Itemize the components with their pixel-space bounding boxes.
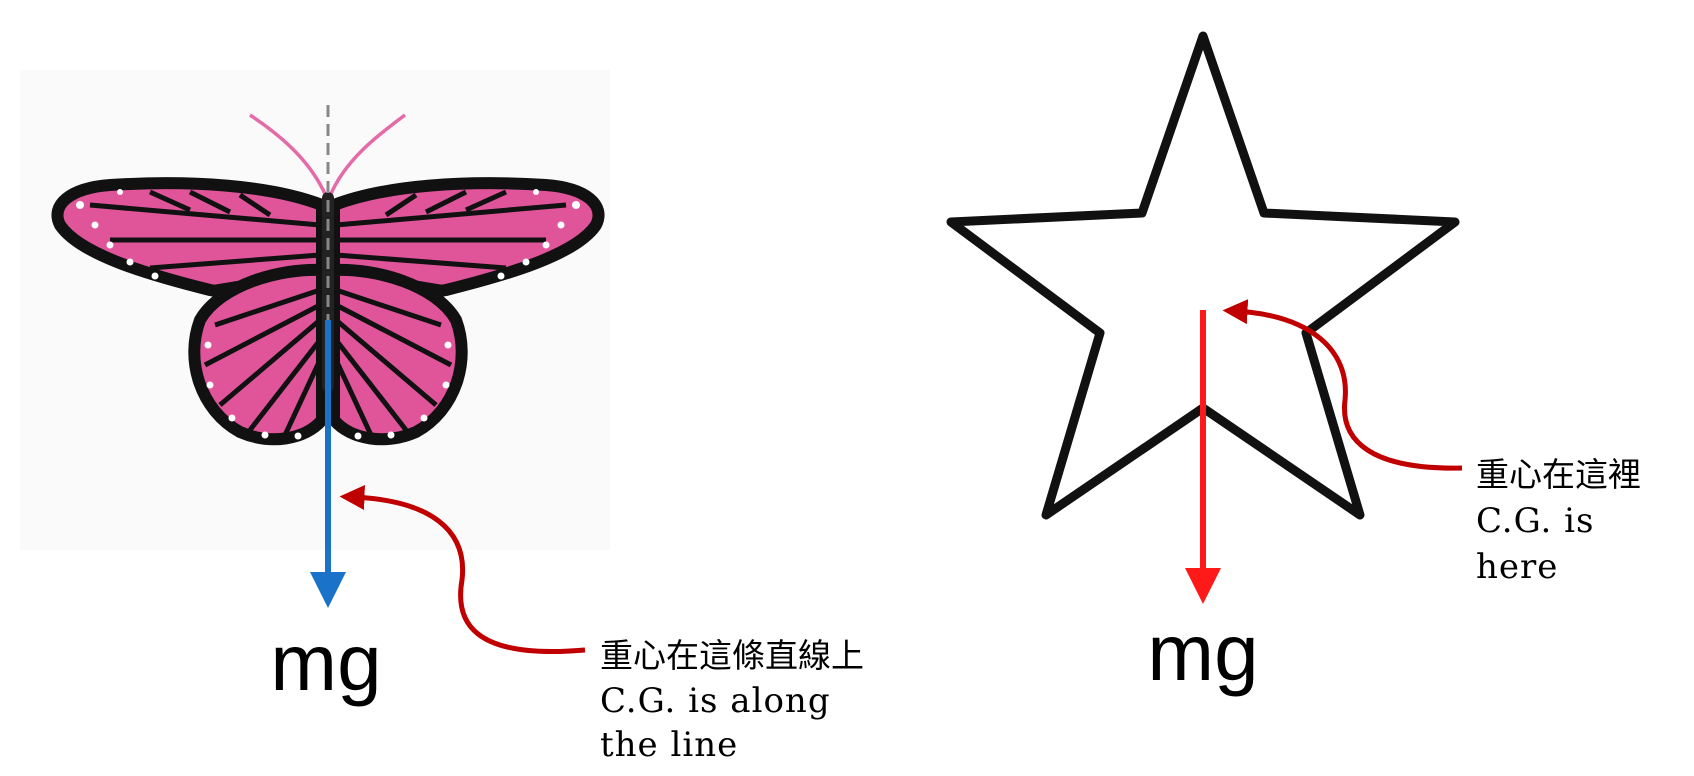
star-note-zh: 重心在這裡 bbox=[1476, 455, 1641, 494]
butterfly-cg-pointer-arrow bbox=[339, 484, 586, 654]
right-hindwing-veins bbox=[333, 287, 453, 437]
right-antenna bbox=[328, 113, 407, 197]
left-forewing-spots bbox=[76, 189, 159, 280]
star-force-label: mg bbox=[1147, 608, 1258, 697]
star-note-en-line2: here bbox=[1476, 547, 1558, 587]
right-forewing-spots bbox=[497, 189, 580, 280]
star-note-en-line1: C.G. is bbox=[1476, 501, 1595, 541]
left-hindwing-veins bbox=[203, 287, 323, 437]
right-hindwing-spots bbox=[354, 341, 452, 440]
star-cg-pointer-arrow bbox=[1222, 299, 1463, 471]
left-forewing-veins bbox=[89, 189, 321, 291]
butterfly-note-zh: 重心在這條直線上 bbox=[600, 636, 864, 675]
butterfly-force-label: mg bbox=[270, 618, 381, 707]
left-antenna bbox=[249, 113, 328, 197]
butterfly-note-en-line1: C.G. is along bbox=[600, 681, 831, 721]
left-hindwing-spots bbox=[204, 341, 302, 440]
butterfly-note-en-line2: the line bbox=[600, 725, 738, 765]
butterfly-illustration bbox=[20, 70, 610, 550]
